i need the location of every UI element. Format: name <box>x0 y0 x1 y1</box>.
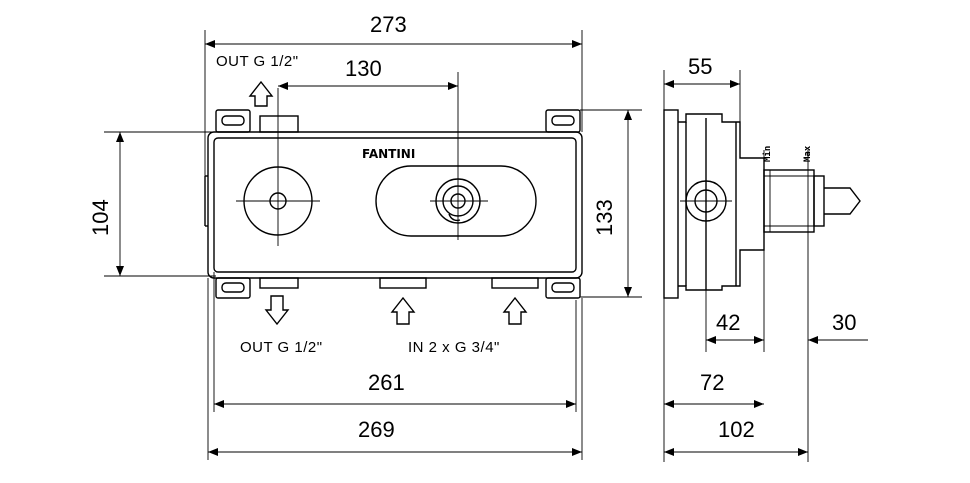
dim-273: 273 <box>370 12 407 37</box>
mounting-lug-top-left <box>215 109 251 133</box>
dim-55: 55 <box>688 54 712 79</box>
dim-72: 72 <box>700 370 724 395</box>
dim-261: 261 <box>368 370 405 395</box>
in-bottom-label: IN 2 x G 3/4" <box>408 339 500 356</box>
dim-104: 104 <box>88 199 113 236</box>
inlet-port-1 <box>379 277 427 289</box>
dim-30: 30 <box>832 310 856 335</box>
inlet-up-arrow-icon-2 <box>502 296 528 325</box>
inlet-port-2 <box>491 277 539 289</box>
mixer-cartridge <box>375 72 537 240</box>
mounting-lug-top-right <box>545 109 581 133</box>
dim-130: 130 <box>345 56 382 81</box>
side-view: Min Max <box>663 109 861 462</box>
front-view: FANTINI <box>204 53 583 356</box>
min-label: Min <box>762 146 773 162</box>
brand-label: FANTINI <box>362 147 415 161</box>
top-outlet-port <box>259 115 299 133</box>
out-bottom-label: OUT G 1/2" <box>240 339 323 356</box>
inlet-up-arrow-icon-1 <box>390 296 416 325</box>
bottom-outlet-port <box>259 277 299 289</box>
dim-133: 133 <box>592 199 617 236</box>
front-dimensions: 273 130 104 133 261 269 <box>88 12 642 460</box>
inner-plate <box>213 137 577 273</box>
out-top-label: OUT G 1/2" <box>216 53 299 70</box>
dim-102: 102 <box>718 417 755 442</box>
outlet-down-arrow-icon <box>264 295 290 326</box>
cartridge-stem <box>763 169 861 233</box>
mounting-lug-bottom-right <box>545 277 581 299</box>
dim-269: 269 <box>358 417 395 442</box>
max-label: Max <box>803 145 813 162</box>
dim-42: 42 <box>716 310 740 335</box>
outlet-up-arrow-icon <box>248 80 274 107</box>
outlet-connection <box>236 88 320 246</box>
side-dimensions: 55 42 30 72 102 <box>663 54 868 462</box>
mounting-lug-bottom-left <box>215 277 251 299</box>
